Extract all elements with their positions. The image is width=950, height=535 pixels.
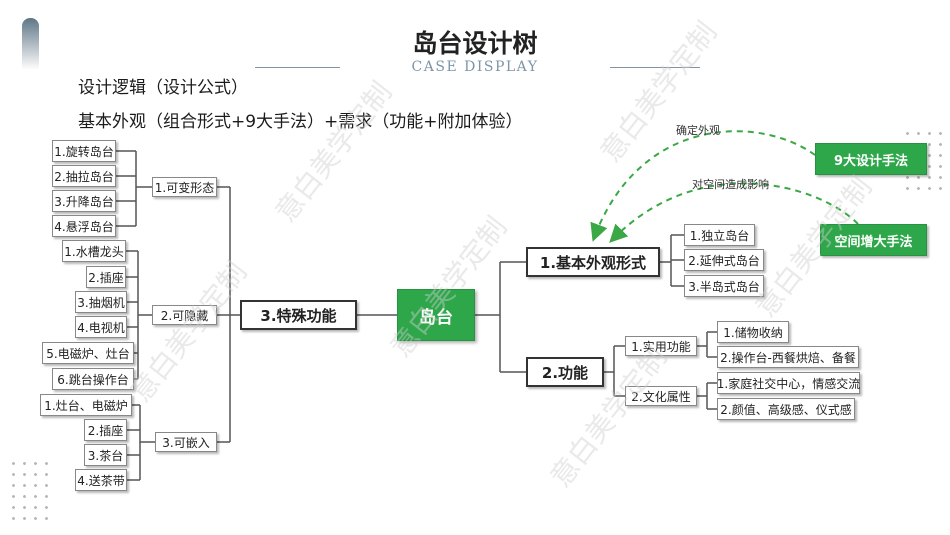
callout-design-methods: 9大设计手法 <box>815 143 927 175</box>
connector-appearance-forms <box>660 234 684 287</box>
dot-pattern-left <box>8 458 56 520</box>
node-center-island: 岛台 <box>397 289 475 341</box>
group-embeddable: 3.可嵌入 <box>155 432 217 452</box>
connector-practical-items <box>697 331 717 358</box>
leaf-prep-counter: 2.操作台-西餐烘焙、备餐 <box>717 346 859 368</box>
leaf-independent-island: 1.独立岛台 <box>684 224 755 246</box>
leaf-tea-conveyor: 4.送茶带 <box>75 469 127 491</box>
group-variable-form: 1.可变形态 <box>152 177 217 197</box>
connector-function-groups <box>604 345 625 397</box>
leaf-peninsula-island: 3.半岛式岛台 <box>684 275 764 297</box>
connector-special-function <box>217 186 240 443</box>
design-formula: 基本外观（组合形式+9大手法）+需求（功能+附加体验） <box>78 112 523 132</box>
leaf-range-hood: 3.抽烟机 <box>75 291 127 313</box>
connector-group-embeddable <box>127 404 155 481</box>
leaf-sink-faucet: 1.水槽龙头 <box>62 240 126 262</box>
node-function: 2.功能 <box>526 357 604 387</box>
leaf-floating-island: 4.悬浮岛台 <box>52 215 116 237</box>
node-basic-appearance: 1.基本外观形式 <box>526 247 660 277</box>
design-logic-heading: 设计逻辑（设计公式） <box>78 78 248 98</box>
callout-space-methods: 空间增大手法 <box>820 224 927 256</box>
node-special-function: 3.特殊功能 <box>240 300 357 330</box>
corner-accent-bar <box>22 18 39 70</box>
title-rule-left <box>255 67 340 68</box>
leaf-aesthetic-value: 2.颜值、高级感、仪式感 <box>717 398 855 420</box>
group-hideable: 2.可隐藏 <box>152 305 217 325</box>
note-space-impact: 对空间造成影响 <box>692 178 769 191</box>
leaf-socket: 2.插座 <box>86 266 126 288</box>
leaf-storage: 1.储物收纳 <box>717 321 789 343</box>
leaf-tea-table: 3.茶台 <box>84 444 127 466</box>
leaf-extended-island: 2.延伸式岛台 <box>684 249 764 271</box>
group-cultural-attribute: 2.文化属性 <box>625 386 697 406</box>
title-rule-right <box>610 67 700 68</box>
dashed-arrow-space-methods <box>609 182 859 243</box>
leaf-lifting-island: 3.升降岛台 <box>52 190 116 212</box>
leaf-family-social-center: 1.家庭社交中心，情感交流 <box>717 372 860 394</box>
page-title: 岛台设计树 <box>412 29 538 58</box>
leaf-television: 4.电视机 <box>75 316 127 338</box>
note-determine-appearance: 确定外观 <box>676 124 720 137</box>
connector-group-hideable <box>116 250 152 380</box>
group-practical-function: 1.实用功能 <box>625 336 697 356</box>
dashed-arrow-design-methods <box>590 130 816 242</box>
leaf-socket-embedded: 2.插座 <box>84 419 127 441</box>
leaf-jump-counter: 6.跳台操作台 <box>52 368 134 390</box>
leaf-rotating-island: 1.旋转岛台 <box>52 140 116 162</box>
leaf-pullout-island: 2.抽拉岛台 <box>52 165 116 187</box>
leaf-stove-induction: 1.灶台、电磁炉 <box>40 394 132 416</box>
page-subtitle: CASE DISPLAY <box>411 59 539 75</box>
connector-center-right <box>475 261 526 373</box>
connector-cultural-items <box>697 382 717 410</box>
leaf-induction-stove: 5.电磁炉、灶台 <box>42 342 134 364</box>
connector-group-variable <box>116 150 152 227</box>
